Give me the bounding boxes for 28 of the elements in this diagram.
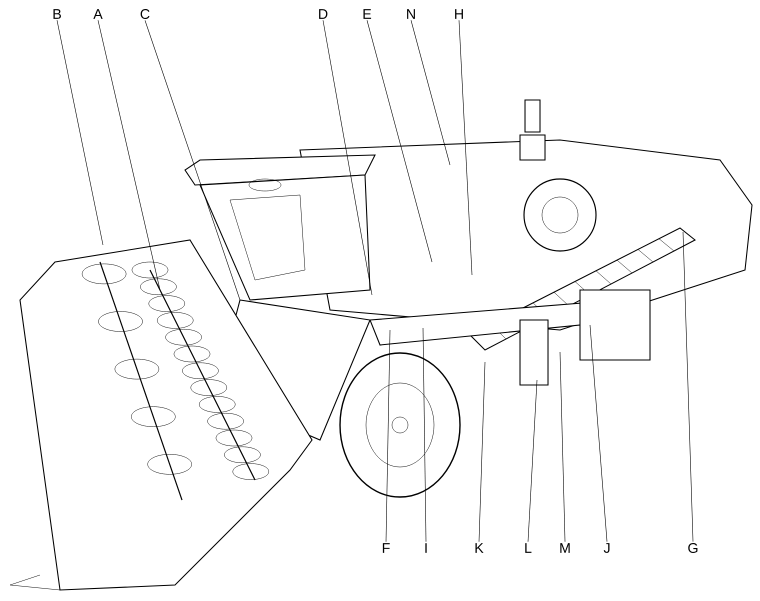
callout-letter: K: [475, 543, 484, 553]
callout-letter: J: [604, 543, 610, 553]
leader-line: [386, 330, 390, 542]
leader-line: [458, 20, 472, 276]
callout-letter: M: [560, 543, 570, 553]
callout-letter: I: [425, 543, 427, 553]
callout-letter: E: [363, 9, 372, 19]
callout-letter: C: [140, 9, 150, 19]
leader-line: [144, 20, 240, 300]
callout-letter: H: [455, 9, 463, 19]
leader-line: [528, 380, 538, 542]
callout-letter: A: [93, 9, 103, 19]
leader-line: [590, 324, 608, 542]
callout-letter: D: [319, 9, 328, 19]
leader-line: [322, 20, 372, 296]
leader-line: [422, 328, 426, 542]
leader-line: [56, 20, 104, 246]
leader-line: [478, 362, 486, 542]
callout-letter: N: [407, 9, 415, 19]
leader-line: [98, 20, 160, 290]
leader-line: [366, 20, 432, 262]
leader-line: [560, 352, 566, 542]
leader-line: [682, 232, 694, 542]
callout-letter: L: [525, 543, 532, 553]
callout-letter: B: [53, 9, 61, 19]
leader-line: [410, 20, 450, 166]
callout-letter: F: [382, 543, 390, 553]
callout-letter: G: [688, 543, 698, 553]
